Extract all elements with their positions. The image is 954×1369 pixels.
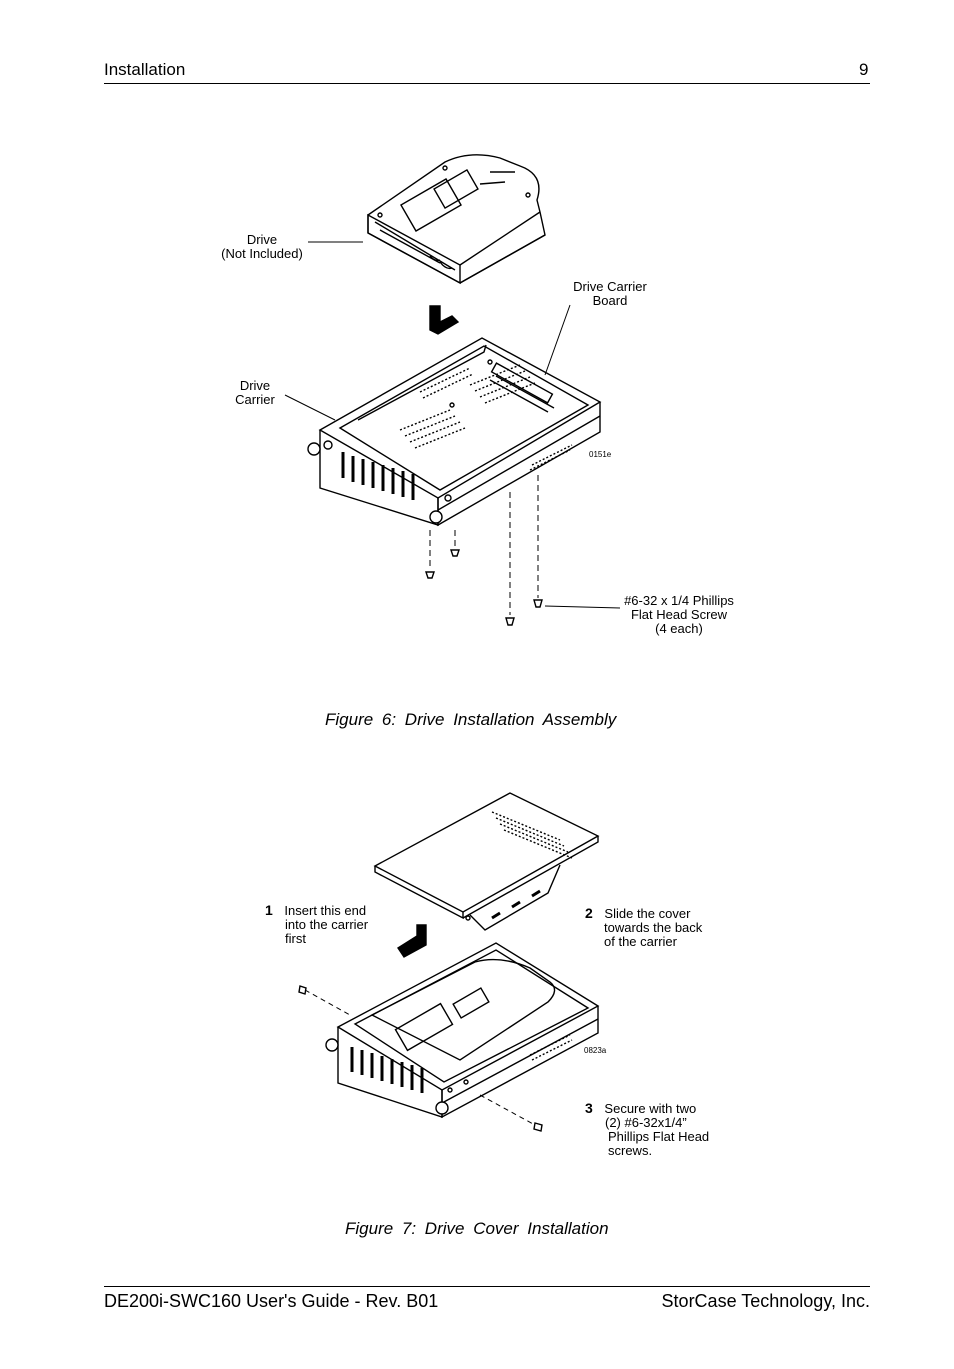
screw-label-line2: Flat Head Screw <box>630 607 728 622</box>
drive-label: Drive (Not Included) <box>218 233 306 261</box>
header-rule <box>104 83 870 84</box>
carrier-board-label-line2: Board <box>592 293 628 308</box>
step-3-label: 3 Secure with two (2) #6-32x1/4” Phillip… <box>585 1101 709 1158</box>
drive-carrier-illustration <box>307 337 602 527</box>
page-number: 9 <box>859 60 869 79</box>
step-2-line1: Slide the cover <box>604 906 691 921</box>
figure-6-code: 0151e <box>589 450 612 459</box>
step-1-line2: into the carrier <box>285 917 369 932</box>
hard-drive-illustration <box>367 154 546 285</box>
step-3-line1: Secure with two <box>604 1101 697 1116</box>
step-3-line3: Phillips Flat Head <box>608 1129 710 1144</box>
drive-carrier-board-label: Drive Carrier Board <box>565 280 655 308</box>
footer-rule <box>104 1286 870 1287</box>
step-1-line1: Insert this end <box>284 903 367 918</box>
step-3-line2: (2) #6-32x1/4” <box>605 1115 687 1130</box>
drive-label-line1: Drive <box>246 232 278 247</box>
step-1-number: 1 <box>265 902 273 918</box>
step-2-line3: of the carrier <box>604 934 677 949</box>
step-3-number: 3 <box>585 1100 593 1116</box>
figure-7-caption: Figure 7: Drive Cover Installation <box>345 1219 609 1238</box>
footer-document-title: DE200i-SWC160 User's Guide - Rev. B01 <box>104 1291 439 1311</box>
carrier-board-label-line1: Drive Carrier <box>573 279 647 294</box>
drive-carrier-label-line1: Drive <box>239 378 271 393</box>
screw-label-line1: #6-32 x 1/4 Phillips <box>624 593 734 608</box>
drive-carrier-label-line2: Carrier <box>235 392 275 407</box>
step-1-label: 1 Insert this end into the carrier first <box>265 903 368 946</box>
screw-label: #6-32 x 1/4 Phillips Flat Head Screw (4 … <box>616 594 742 636</box>
section-title: Installation <box>104 60 186 79</box>
screw-label-line3: (4 each) <box>655 621 703 636</box>
drive-label-line2: (Not Included) <box>221 246 303 261</box>
carrier-with-drive-illustration <box>325 942 600 1119</box>
drive-carrier-label: Drive Carrier <box>228 379 282 407</box>
step-1-line3: first <box>285 931 306 946</box>
figure-6-caption: Figure 6: Drive Installation Assembly <box>325 710 617 729</box>
step-2-label: 2 Slide the cover towards the back of th… <box>585 906 702 949</box>
step-3-line4: screws. <box>608 1143 653 1158</box>
drive-cover-illustration <box>373 792 600 931</box>
footer-company: StorCase Technology, Inc. <box>661 1291 870 1311</box>
step-2-line2: towards the back <box>604 920 703 935</box>
figure-7-code: 0823a <box>584 1046 607 1055</box>
step-2-number: 2 <box>585 905 593 921</box>
